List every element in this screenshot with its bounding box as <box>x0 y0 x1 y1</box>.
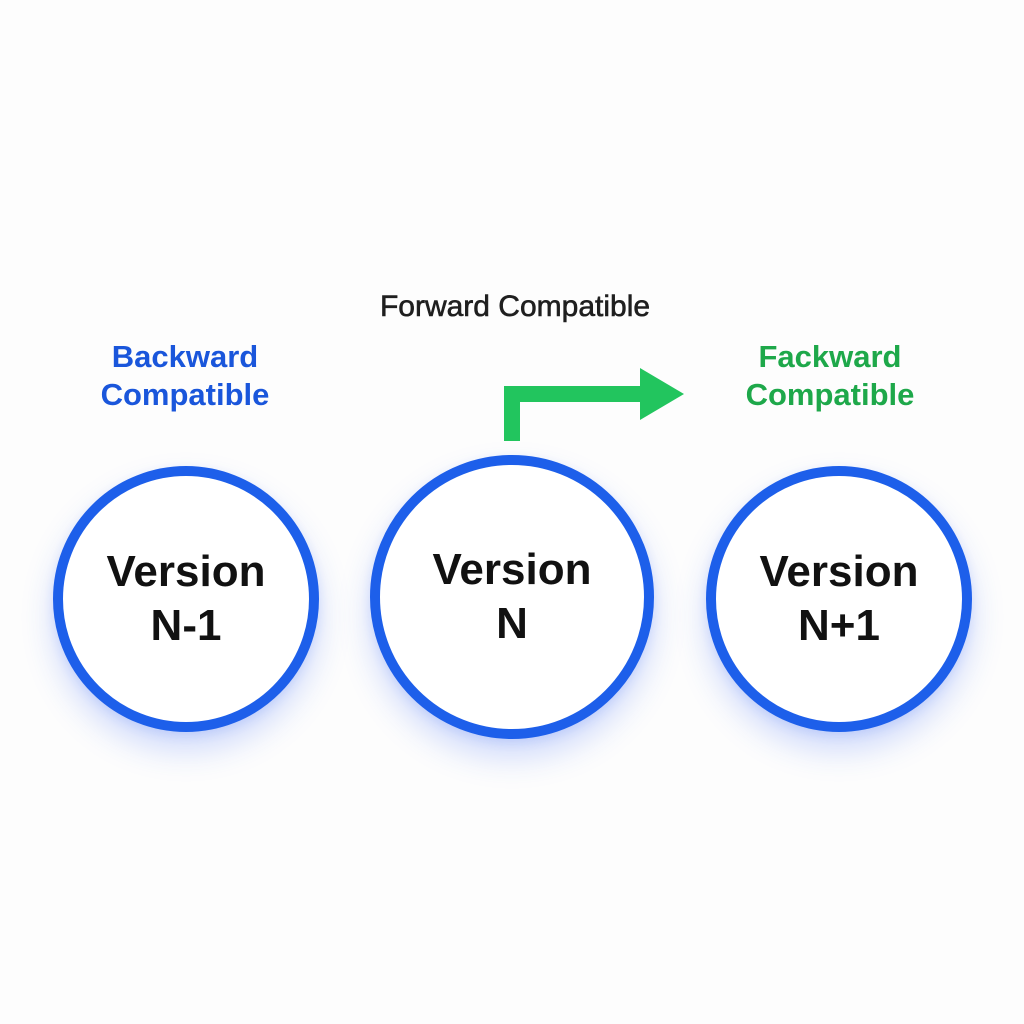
arrow-head <box>640 368 684 420</box>
node-label-line-1: Version <box>106 547 266 596</box>
version-n-text: Version N <box>433 543 592 651</box>
version-n-plus-1-node: Version N+1 <box>706 466 972 732</box>
version-n-minus-1-node: Version N-1 <box>53 466 319 732</box>
fackward-label-line-2: Compatible <box>745 377 915 412</box>
node-label-line-2: N+1 <box>798 601 880 650</box>
fackward-compatible-label: Fackward Compatible <box>705 338 955 414</box>
arrow-shaft <box>504 386 642 441</box>
backward-label-line-2: Compatible <box>100 377 270 412</box>
node-label-line-2: N-1 <box>150 601 222 650</box>
forward-compatible-label: Forward Compatible <box>379 290 651 324</box>
backward-label-line-1: Backward <box>111 339 259 374</box>
fackward-label-line-1: Fackward <box>758 339 902 374</box>
backward-compatible-label: Backward Compatible <box>60 338 310 414</box>
version-n-plus-1-text: Version N+1 <box>760 545 919 653</box>
node-label-line-1: Version <box>759 547 919 596</box>
version-n-node: Version N <box>370 455 654 739</box>
version-n-minus-1-text: Version N-1 <box>107 545 266 653</box>
node-label-line-2: N <box>496 599 528 648</box>
node-label-line-1: Version <box>432 545 592 594</box>
